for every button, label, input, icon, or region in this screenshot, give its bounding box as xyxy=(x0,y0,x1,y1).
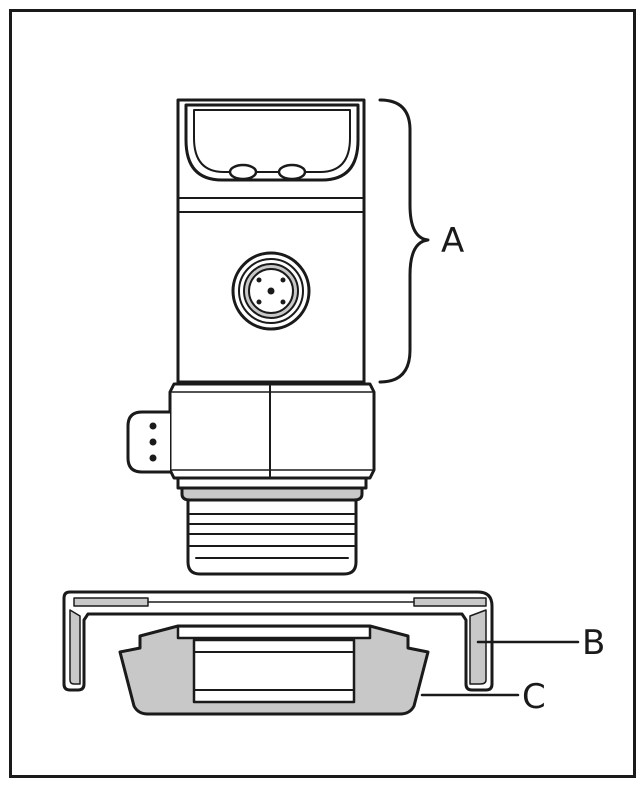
label-b: B xyxy=(582,623,605,663)
hex-nut xyxy=(168,382,376,480)
m12-connector xyxy=(231,251,311,331)
adapter-c xyxy=(118,624,430,716)
brace-a xyxy=(378,98,430,384)
clip-b xyxy=(62,590,494,692)
side-tab xyxy=(126,410,172,474)
sensor-housing xyxy=(176,98,366,384)
label-a: A xyxy=(441,221,464,261)
process-connection xyxy=(176,476,368,576)
label-c: C xyxy=(522,677,546,717)
